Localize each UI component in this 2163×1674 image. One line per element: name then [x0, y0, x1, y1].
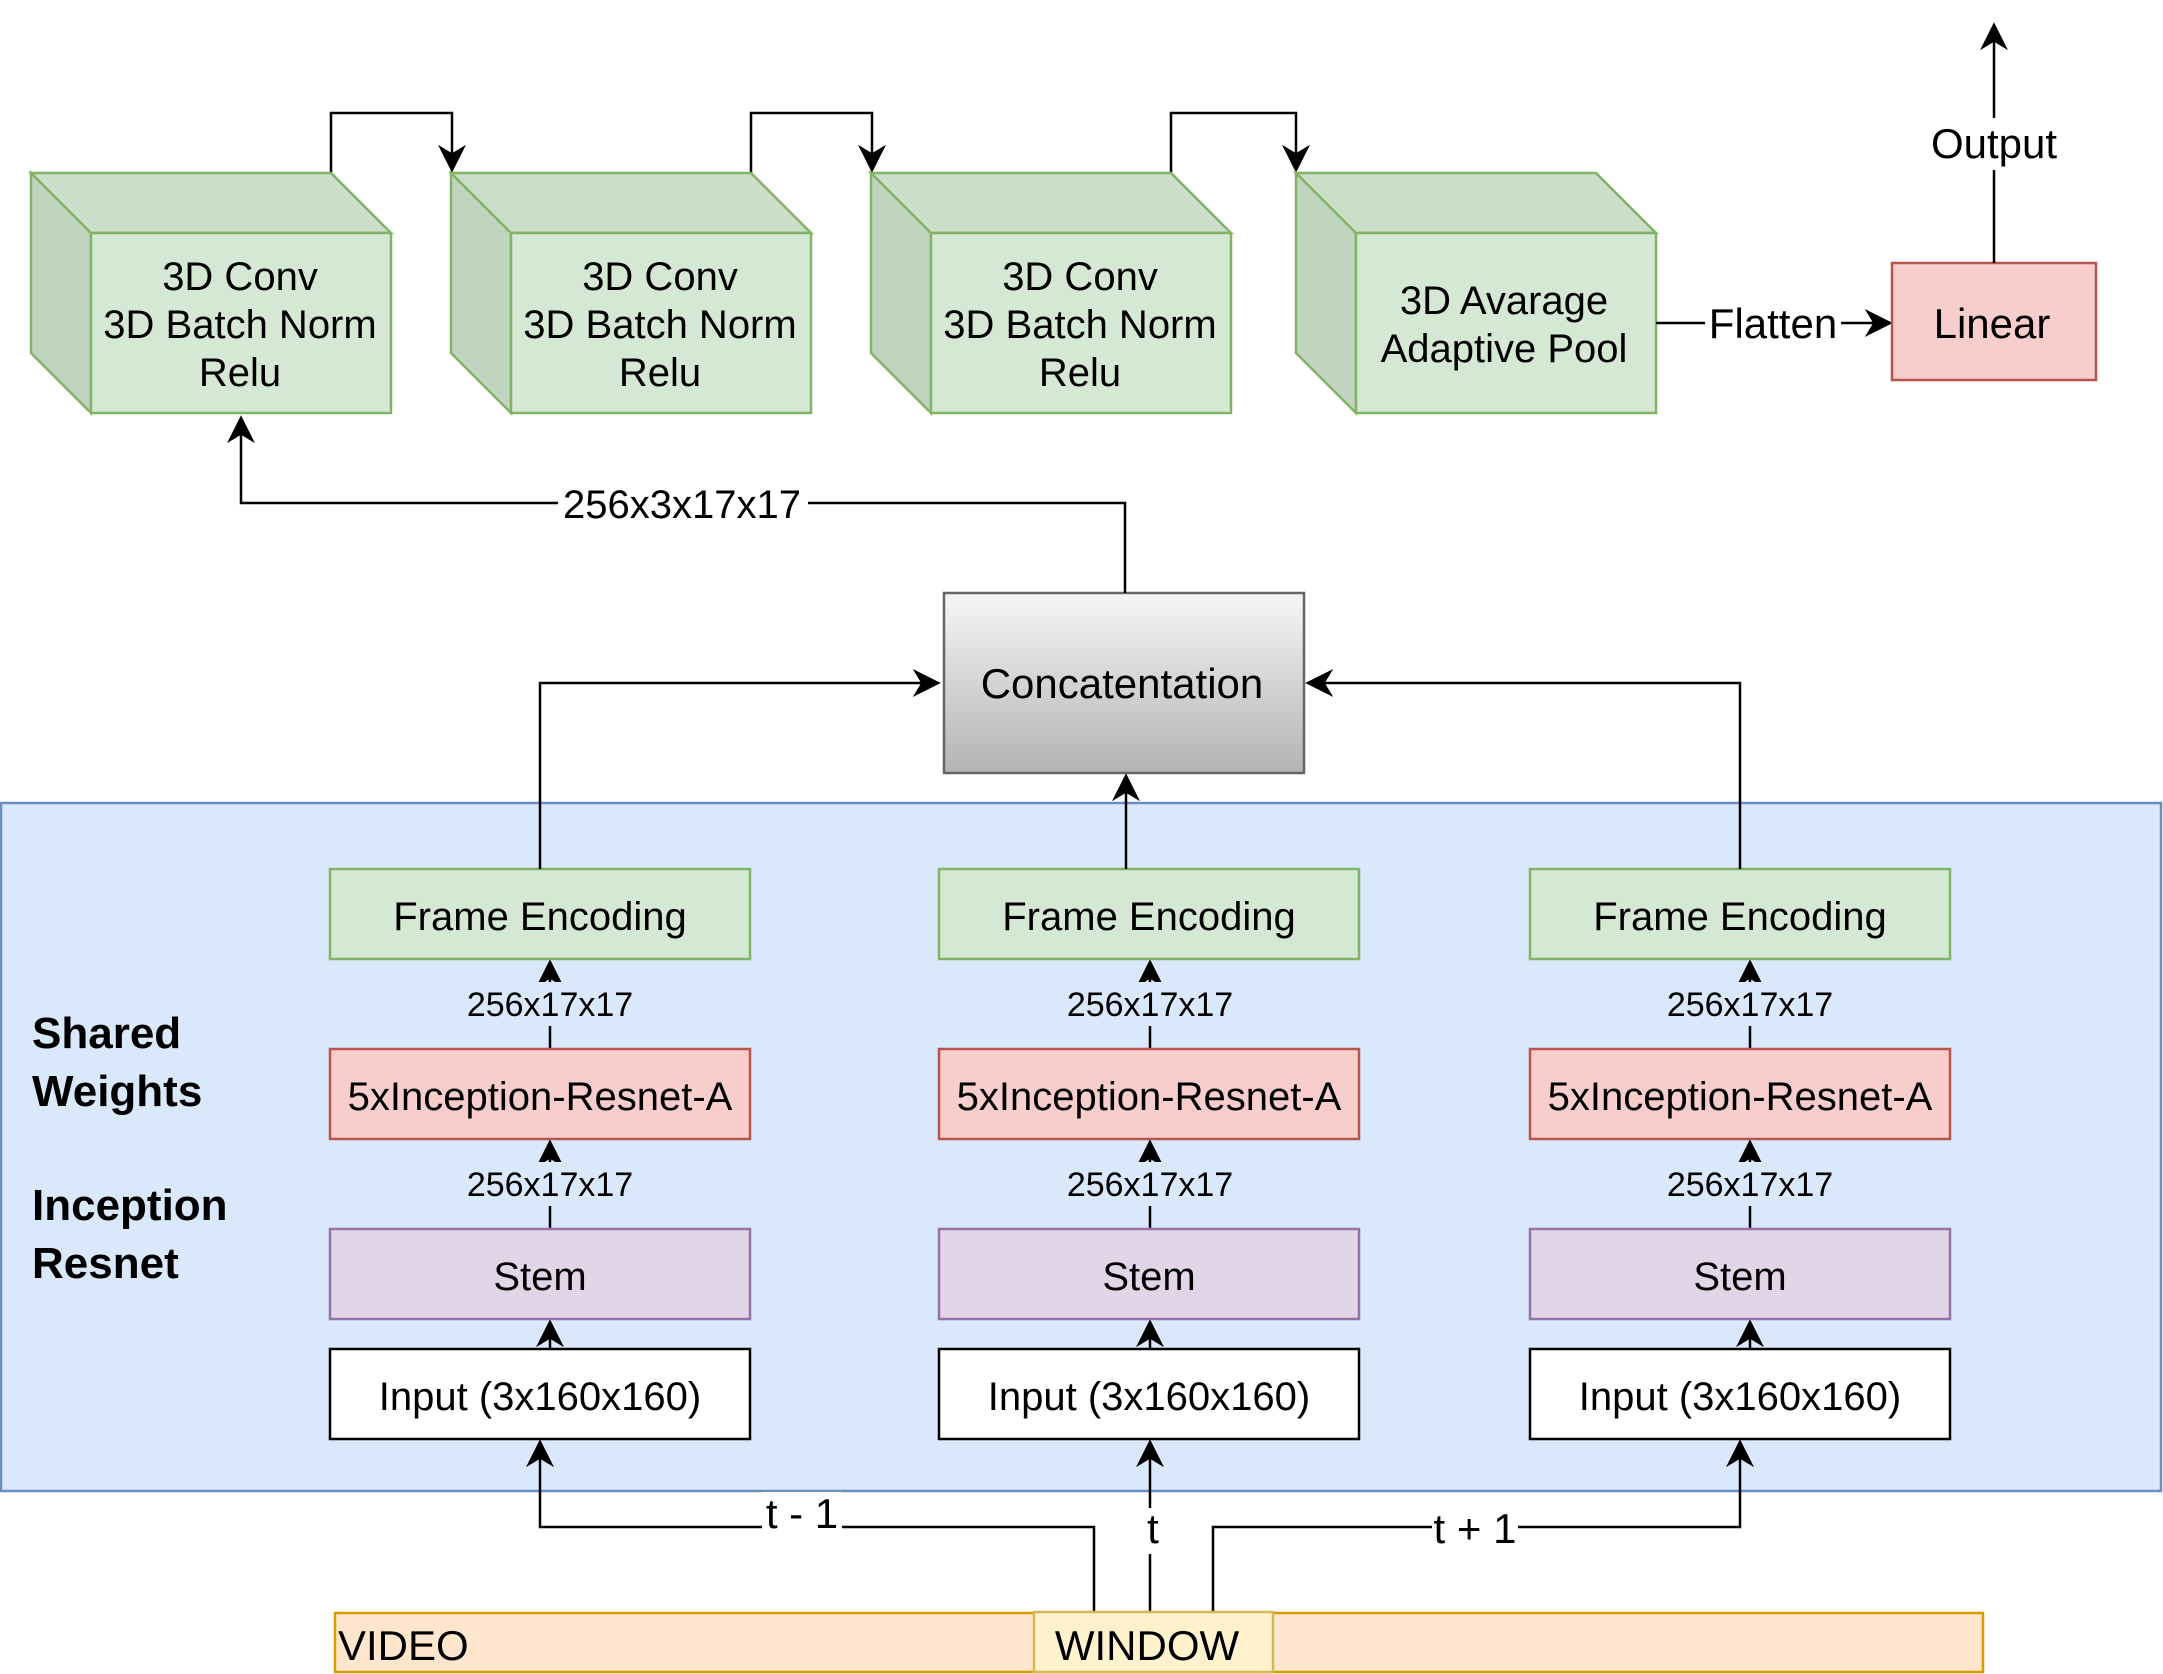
- dims-label-bg: [1660, 1162, 1840, 1206]
- inception-resnet-box: [1528, 1047, 1952, 1141]
- inception-resnet-title-line2: Resnet: [32, 1239, 179, 1288]
- stem-label: Stem: [1693, 1255, 1786, 1299]
- edge-encoding3-to-concat: [1305, 669, 1742, 869]
- dims-label-bottom: 256x17x17: [467, 1166, 633, 1204]
- dims-label-bottom: 256x17x17: [1667, 1166, 1833, 1204]
- stem-box: [937, 1227, 1361, 1321]
- cube-top: [27, 171, 395, 235]
- time-label-t: t: [1147, 1505, 1159, 1552]
- flatten-label: Flatten: [1709, 300, 1837, 347]
- pool-block-line1: 3D Avarage: [1400, 279, 1608, 323]
- frame-encoding-label: Frame Encoding: [393, 895, 686, 939]
- cube-front: [89, 231, 393, 415]
- conv-block-line2: 3D Batch Norm: [943, 303, 1216, 347]
- time-label-bg: [1140, 1508, 1164, 1554]
- dims-label-bg: [460, 1162, 640, 1206]
- video-label: VIDEO: [338, 1622, 469, 1669]
- input-box: [937, 1347, 1361, 1441]
- cube-front: [929, 231, 1233, 415]
- conv-block-line3: Relu: [199, 351, 281, 395]
- input-label: Input (3x160x160): [988, 1375, 1310, 1419]
- cube-front: [509, 231, 813, 415]
- frame-column-t-minus-1: Frame Encoding 256x17x17 5xInception-Res…: [328, 867, 752, 1441]
- stem-box: [328, 1227, 752, 1321]
- conv-block-1: 3D Conv 3D Batch Norm Relu: [27, 169, 395, 417]
- window-box: [1032, 1610, 1275, 1674]
- flatten-label-bg: [1705, 298, 1841, 348]
- shared-weights-title-line1: Shared: [32, 1009, 181, 1058]
- frame-encoding-label: Frame Encoding: [1002, 895, 1295, 939]
- cube-top: [867, 171, 1235, 235]
- conv-block-2: 3D Conv 3D Batch Norm Relu: [447, 169, 815, 417]
- edge-conv3-to-pool: [1169, 111, 1310, 173]
- frame-column-t-plus-1: Frame Encoding 256x17x17 5xInception-Res…: [1528, 867, 1952, 1441]
- stem-box: [1528, 1227, 1952, 1321]
- output-label: Output: [1931, 120, 2057, 167]
- conv-block-line3: Relu: [619, 351, 701, 395]
- concat-dims-label: 256x3x17x17: [563, 483, 801, 527]
- time-label-t-minus-1: t - 1: [766, 1490, 838, 1537]
- edge-encoding1-to-concat: [538, 669, 941, 869]
- input-box: [1528, 1347, 1952, 1441]
- time-label-t-plus-1: t + 1: [1434, 1505, 1517, 1552]
- concat-dims-label-bg: [558, 480, 808, 526]
- conv-block-line3: Relu: [1039, 351, 1121, 395]
- inception-resnet-label: 5xInception-Resnet-A: [1548, 1075, 1933, 1119]
- input-box: [328, 1347, 752, 1441]
- inception-resnet-label: 5xInception-Resnet-A: [348, 1075, 733, 1119]
- inception-resnet-box: [937, 1047, 1361, 1141]
- concatenation-label: Concatentation: [981, 660, 1264, 707]
- edge-conv1-to-conv2: [329, 111, 466, 173]
- time-label-bg: [1432, 1504, 1518, 1552]
- conv-block-line1: 3D Conv: [162, 255, 318, 299]
- conv-block-3: 3D Conv 3D Batch Norm Relu: [867, 169, 1235, 417]
- inception-resnet-title-line1: Inception: [32, 1181, 228, 1230]
- cube-top: [1292, 171, 1660, 235]
- frame-encoding-box: [937, 867, 1361, 961]
- window-label: WINDOW: [1055, 1622, 1240, 1669]
- shared-weights-title-line2: Weights: [32, 1067, 202, 1116]
- conv-block-line1: 3D Conv: [1002, 255, 1158, 299]
- conv-block-line2: 3D Batch Norm: [103, 303, 376, 347]
- pool-block: 3D Avarage Adaptive Pool: [1292, 169, 1660, 417]
- time-label-bg: [762, 1492, 842, 1540]
- output-label-bg: [1920, 118, 2070, 170]
- dims-label-top: 256x17x17: [1067, 986, 1233, 1024]
- conv-block-line2: 3D Batch Norm: [523, 303, 796, 347]
- cube-top: [447, 171, 815, 235]
- edge-conv2-to-conv3: [749, 111, 886, 173]
- dims-label-top: 256x17x17: [1667, 986, 1833, 1024]
- dims-label-bg: [460, 982, 640, 1026]
- frame-encoding-box: [1528, 867, 1952, 961]
- concatenation-box: [942, 591, 1306, 775]
- input-label: Input (3x160x160): [1579, 1375, 1901, 1419]
- conv-block-line1: 3D Conv: [582, 255, 738, 299]
- stem-label: Stem: [1102, 1255, 1195, 1299]
- pool-block-line2: Adaptive Pool: [1381, 327, 1628, 371]
- dims-label-bg: [1660, 982, 1840, 1026]
- cube-front: [1354, 231, 1658, 415]
- dims-label-top: 256x17x17: [467, 986, 633, 1024]
- linear-label: Linear: [1934, 300, 2051, 347]
- inception-resnet-box: [328, 1047, 752, 1141]
- frame-encoding-label: Frame Encoding: [1593, 895, 1886, 939]
- input-label: Input (3x160x160): [379, 1375, 701, 1419]
- dims-label-bg: [1060, 982, 1240, 1026]
- inception-resnet-label: 5xInception-Resnet-A: [957, 1075, 1342, 1119]
- frame-column-t: Frame Encoding 256x17x17 5xInception-Res…: [937, 867, 1361, 1441]
- dims-label-bottom: 256x17x17: [1067, 1166, 1233, 1204]
- dims-label-bg: [1060, 1162, 1240, 1206]
- stem-label: Stem: [493, 1255, 586, 1299]
